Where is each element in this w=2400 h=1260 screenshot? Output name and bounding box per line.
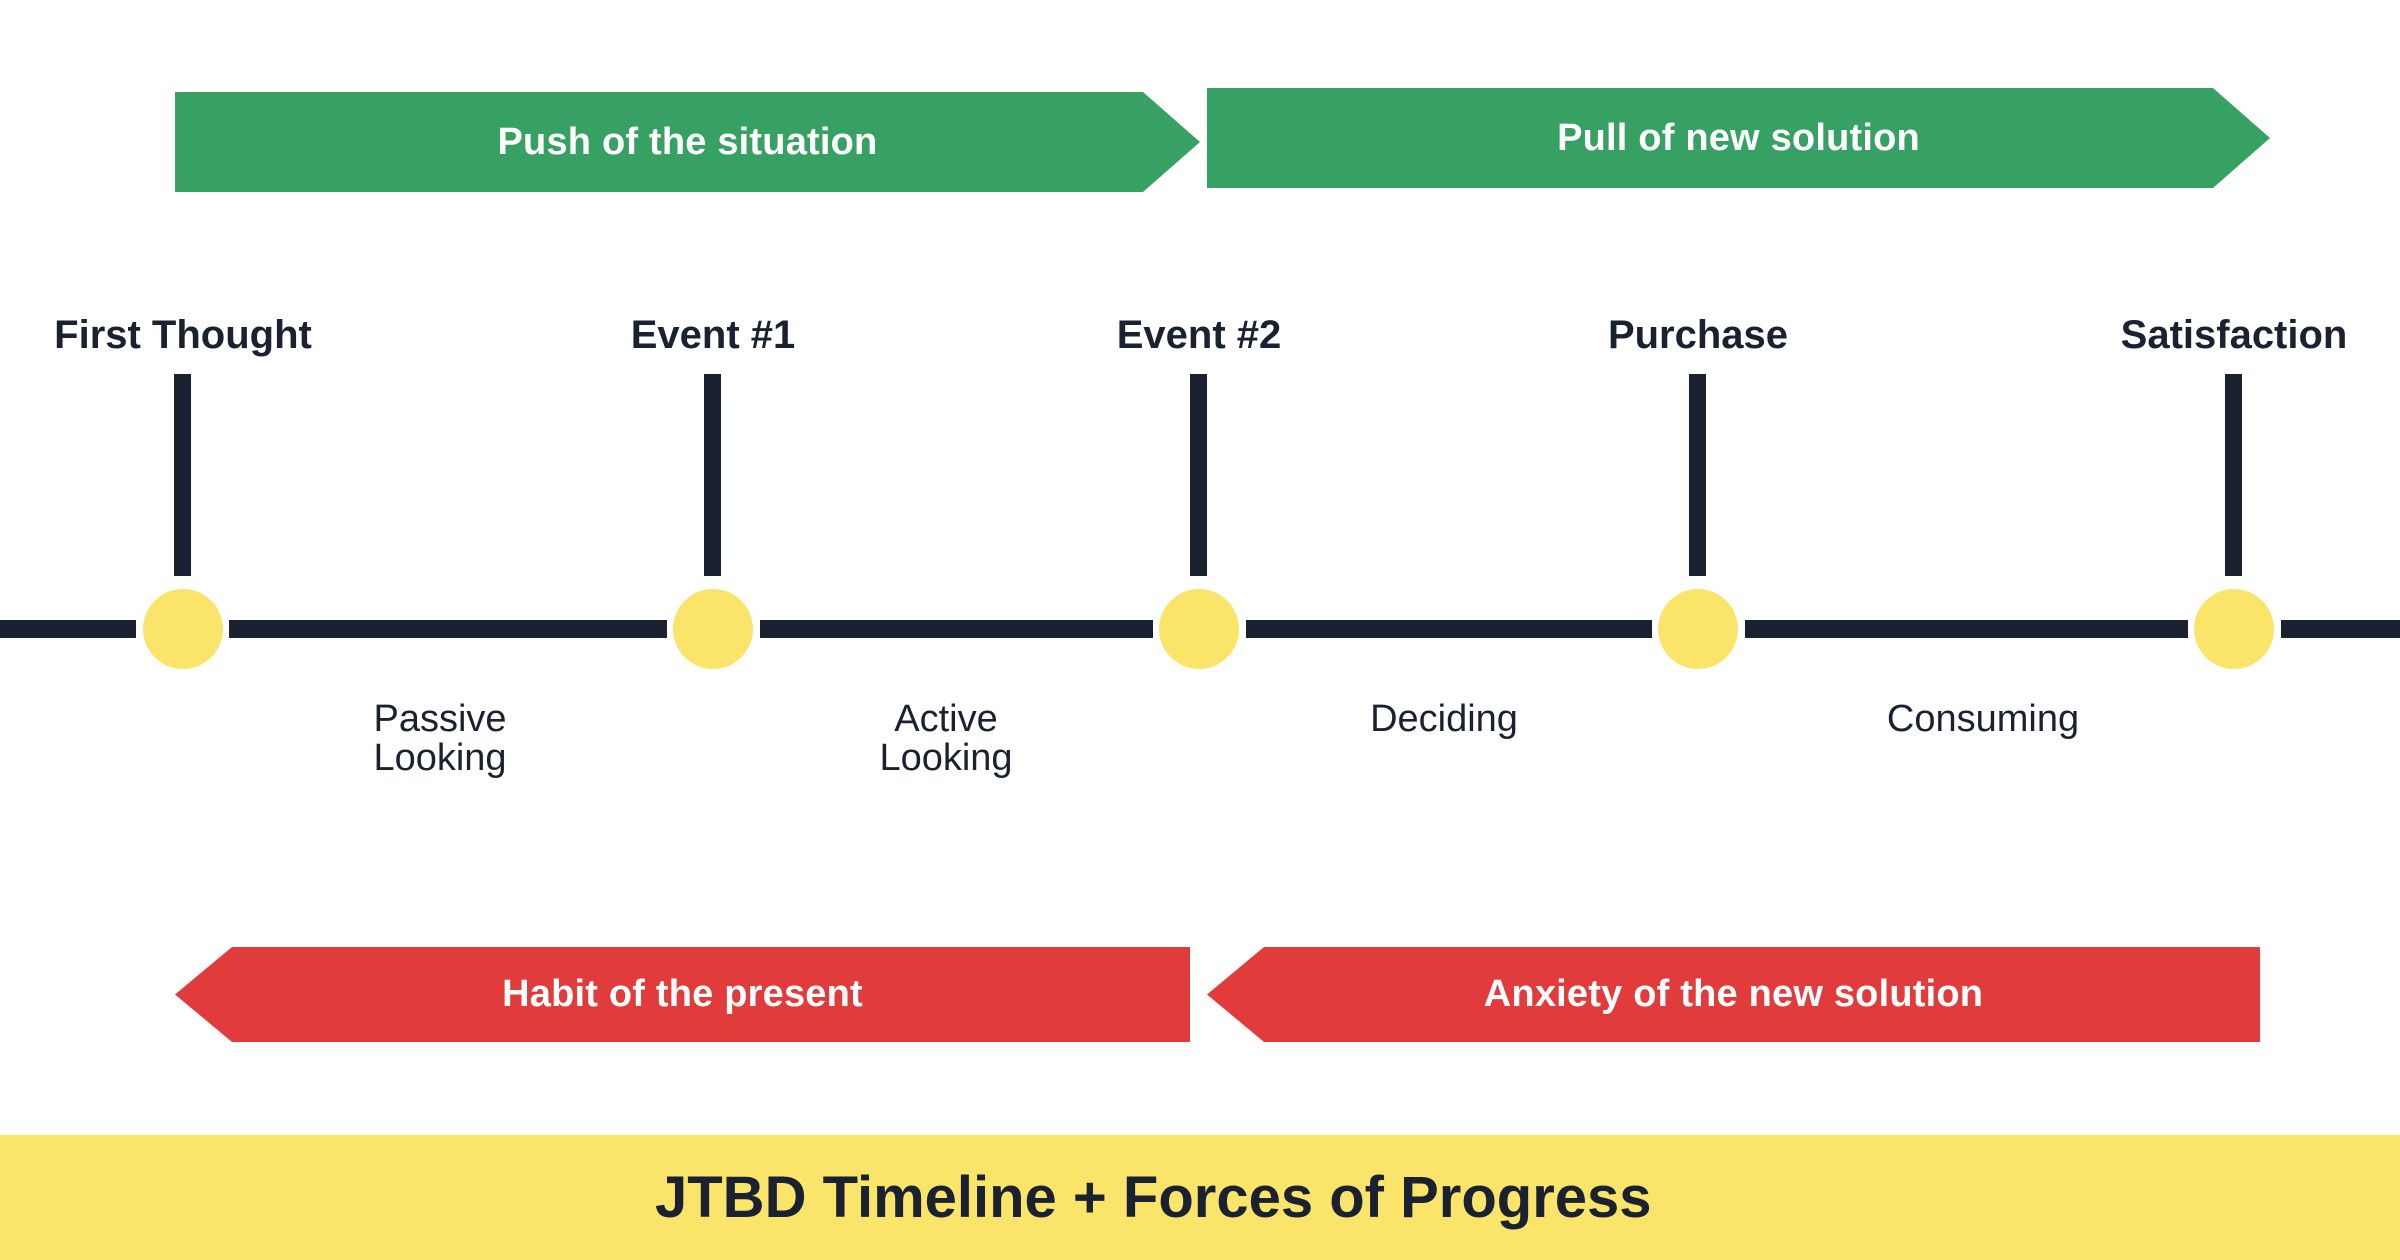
milestone-dot-first-thought bbox=[143, 589, 223, 669]
force-arrow-anxiety-of-the-new-solution: Anxiety of the new solution bbox=[1207, 947, 2260, 1042]
force-arrow-habit-of-the-present: Habit of the present bbox=[175, 947, 1190, 1042]
milestone-stem-satisfaction bbox=[2225, 374, 2242, 576]
force-arrow-pull-of-new-solution: Pull of new solution bbox=[1207, 88, 2270, 188]
title-banner: JTBD Timeline + Forces of Progress bbox=[0, 1135, 2400, 1260]
phase-label-consuming: Consuming bbox=[1886, 698, 2080, 740]
timeline-axis-segment bbox=[1745, 620, 2188, 638]
milestone-stem-first-thought bbox=[174, 374, 191, 576]
timeline-axis-segment bbox=[1246, 620, 1652, 638]
milestone-stem-event-1 bbox=[704, 374, 721, 576]
milestone-dot-event-1 bbox=[673, 589, 753, 669]
force-arrow-habit-label: Habit of the present bbox=[502, 973, 863, 1015]
milestone-label-satisfaction: Satisfaction bbox=[2120, 313, 2348, 357]
timeline-axis-segment bbox=[229, 620, 667, 638]
force-arrow-anxiety-label: Anxiety of the new solution bbox=[1483, 973, 1984, 1015]
milestone-label-purchase: Purchase bbox=[1607, 313, 1789, 357]
timeline-axis-segment bbox=[0, 620, 136, 638]
phase-label-deciding: Deciding bbox=[1370, 698, 1518, 740]
milestone-stem-purchase bbox=[1689, 374, 1706, 576]
milestone-dot-satisfaction bbox=[2194, 589, 2274, 669]
phase-label-passive-looking: Passive Looking bbox=[373, 698, 507, 779]
timeline-axis-segment bbox=[760, 620, 1153, 638]
milestone-stem-event-2 bbox=[1190, 374, 1207, 576]
force-arrow-push-of-the-situation: Push of the situation bbox=[175, 92, 1200, 192]
milestone-dot-event-2 bbox=[1159, 589, 1239, 669]
force-arrow-pull-label: Pull of new solution bbox=[1557, 116, 1920, 159]
force-arrow-push-label: Push of the situation bbox=[497, 120, 878, 163]
milestone-dot-purchase bbox=[1658, 589, 1738, 669]
milestone-label-event-2: Event #2 bbox=[1116, 313, 1282, 357]
milestone-label-event-1: Event #1 bbox=[630, 313, 796, 357]
timeline-axis-segment bbox=[2281, 620, 2400, 638]
phase-label-active-looking: Active Looking bbox=[879, 698, 1013, 779]
page-title: JTBD Timeline + Forces of Progress bbox=[655, 1165, 1652, 1230]
milestone-label-first-thought: First Thought bbox=[54, 313, 312, 357]
